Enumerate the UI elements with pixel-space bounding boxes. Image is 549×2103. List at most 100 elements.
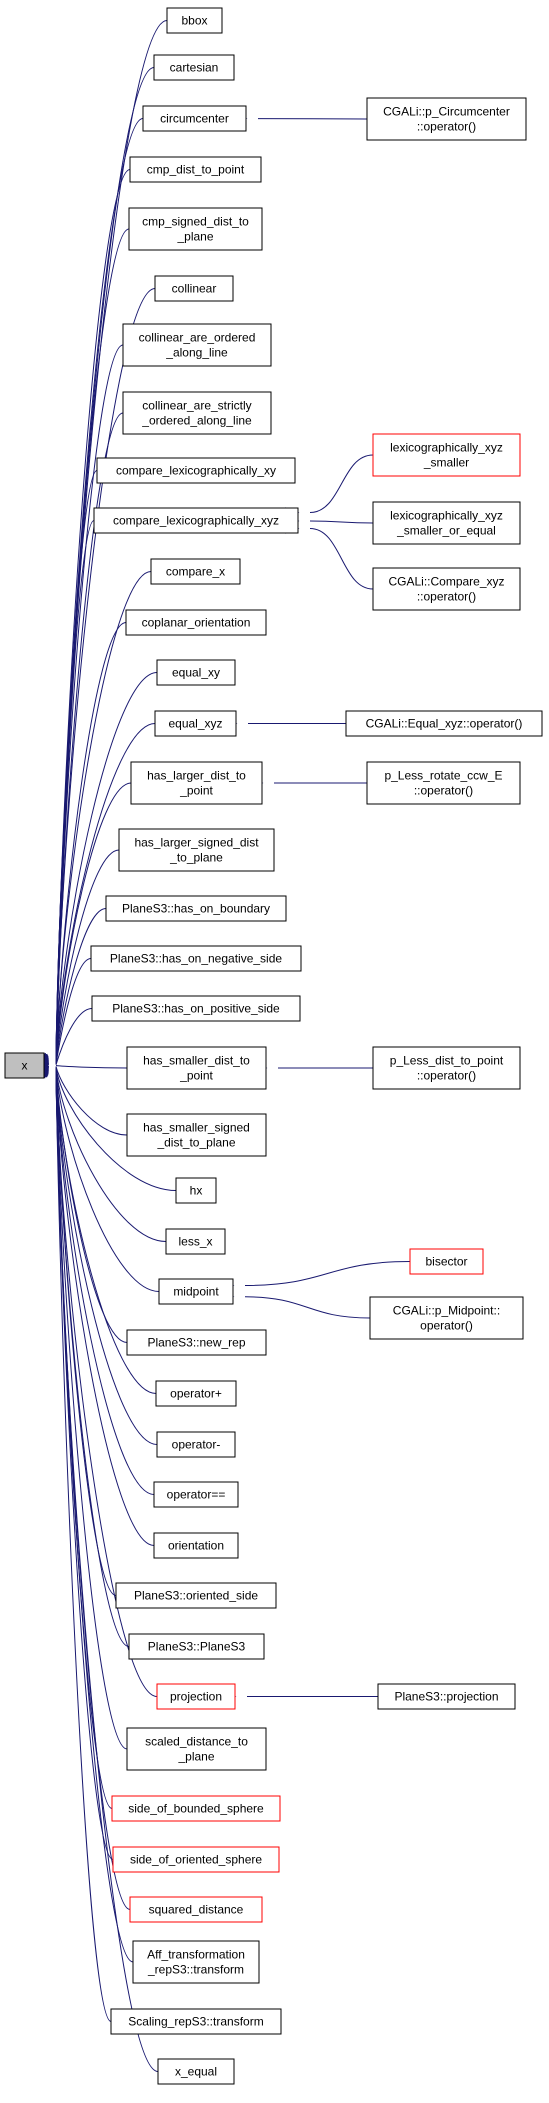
node-p_less_rotate_ccw_op[interactable]: p_Less_rotate_ccw_E::operator() (366, 761, 521, 805)
node-cartesian[interactable]: cartesian (153, 54, 235, 81)
node-squared_distance[interactable]: squared_distance (129, 1896, 263, 1923)
node-operator_eq[interactable]: operator== (153, 1481, 239, 1508)
node-label: collinear_are_ordered (139, 331, 256, 345)
edge-line (244, 1261, 411, 1286)
node-label: equal_xyz (168, 717, 222, 731)
node-box (126, 1046, 267, 1090)
node-compare_xyz_op[interactable]: CGALi::Compare_xyz::operator() (372, 567, 521, 611)
node-label: lexicographically_xyz (390, 509, 503, 523)
node-label: projection (170, 1690, 222, 1704)
node-cmp_signed_dist_to_plane[interactable]: cmp_signed_dist_to_plane (128, 207, 263, 251)
node-scaled_distance_to_plane[interactable]: scaled_distance_to_plane (126, 1727, 267, 1771)
node-cmp_dist_to_point[interactable]: cmp_dist_to_point (129, 156, 262, 183)
node-label: _smaller (423, 456, 469, 470)
node-has_on_negative_side[interactable]: PlaneS3::has_on_negative_side (90, 945, 302, 972)
node-compare_x[interactable]: compare_x (150, 558, 241, 585)
edge-line (55, 1073, 158, 1697)
node-p_midpoint_op[interactable]: CGALi::p_Midpoint::operator() (369, 1296, 524, 1340)
edge-p_less_rotate_ccw_op-to-has_larger_dist_to_point (249, 777, 368, 789)
node-planes3_ctor[interactable]: PlaneS3::PlaneS3 (128, 1633, 265, 1660)
edge-cmp_dist_to_point-to-x (38, 169, 131, 1068)
node-label: compare_lexicographically_xyz (113, 514, 279, 528)
node-equal_xyz[interactable]: equal_xyz (154, 710, 237, 737)
node-midpoint[interactable]: midpoint (158, 1278, 234, 1305)
node-label: less_x (178, 1235, 212, 1249)
node-label: coplanar_orientation (142, 616, 251, 630)
node-box (122, 391, 272, 435)
node-label: _point (179, 784, 213, 798)
edge-line (309, 520, 374, 524)
node-box (129, 1896, 263, 1923)
node-lexicographically_xyz_smaller_or_equal[interactable]: lexicographically_xyz_smaller_or_equal (372, 501, 521, 545)
edge-p_midpoint_op-to-midpoint (220, 1291, 371, 1319)
node-new_rep[interactable]: PlaneS3::new_rep (126, 1329, 267, 1356)
edge-line (55, 571, 152, 1060)
node-box (105, 895, 287, 922)
node-x[interactable]: x (4, 1052, 45, 1079)
node-label: CGALi::Compare_xyz (388, 575, 504, 589)
edge-circumcenter-to-x (38, 118, 144, 1068)
edge-line (55, 958, 92, 1065)
node-less_x[interactable]: less_x (165, 1228, 226, 1255)
node-hx[interactable]: hx (175, 1177, 217, 1204)
edge-line (55, 520, 95, 1059)
node-compare_lexicographically_xy[interactable]: compare_lexicographically_xy (96, 457, 296, 484)
node-operator_minus[interactable]: operator- (156, 1431, 236, 1458)
edge-has_smaller_signed_dist_to_plane-to-x (35, 1052, 128, 1136)
node-collinear[interactable]: collinear (154, 275, 234, 302)
node-box (175, 1177, 217, 1204)
node-side_of_bounded_sphere[interactable]: side_of_bounded_sphere (111, 1795, 281, 1822)
edge-line (55, 1076, 134, 1963)
node-compare_lexicographically_xyz[interactable]: compare_lexicographically_xyz (93, 507, 299, 534)
node-label: has_smaller_signed (143, 1121, 250, 1135)
node-side_of_oriented_sphere[interactable]: side_of_oriented_sphere (112, 1846, 280, 1873)
node-orientation[interactable]: orientation (153, 1532, 239, 1559)
node-box (153, 54, 235, 81)
node-label: PlaneS3::has_on_boundary (122, 902, 270, 916)
edge-has_larger_dist_to_point-to-x (38, 782, 132, 1075)
node-has_larger_signed_dist_to_plane[interactable]: has_larger_signed_dist_to_plane (118, 828, 275, 872)
node-box (366, 97, 527, 141)
edge-line (55, 1070, 155, 1495)
node-box (111, 1795, 281, 1822)
node-scaling_transform[interactable]: Scaling_repS3::transform (110, 2008, 282, 2035)
node-x_equal[interactable]: x_equal (157, 2058, 235, 2085)
node-lexicographically_xyz_smaller[interactable]: lexicographically_xyz_smaller (372, 433, 521, 477)
edge-line (55, 1073, 128, 1750)
node-has_smaller_signed_dist_to_plane[interactable]: has_smaller_signed_dist_to_plane (126, 1113, 267, 1157)
node-collinear_are_strictly_ordered_along_line[interactable]: collinear_are_strictly_ordered_along_lin… (122, 391, 272, 435)
node-collinear_are_ordered_along_line[interactable]: collinear_are_ordered_along_line (122, 323, 272, 367)
node-planes3_projection[interactable]: PlaneS3::projection (377, 1683, 516, 1710)
node-box (158, 1278, 234, 1305)
node-box (154, 275, 234, 302)
node-aff_transformation_transform[interactable]: Aff_transformation_repS3::transform (132, 1940, 260, 1984)
node-has_on_positive_side[interactable]: PlaneS3::has_on_positive_side (91, 995, 301, 1022)
edge-line (55, 1065, 128, 1069)
node-box (110, 2008, 282, 2035)
node-oriented_side[interactable]: PlaneS3::oriented_side (115, 1582, 277, 1609)
node-circumcenter[interactable]: circumcenter (142, 105, 247, 132)
node-box (4, 1052, 45, 1079)
node-label: PlaneS3::PlaneS3 (148, 1640, 246, 1654)
node-equal_xyz_op[interactable]: CGALi::Equal_xyz::operator() (345, 710, 543, 737)
node-bisector[interactable]: bisector (409, 1248, 484, 1275)
node-has_on_boundary[interactable]: PlaneS3::has_on_boundary (105, 895, 287, 922)
edge-compare_xyz_op-to-compare_lexicographically_xyz (285, 523, 374, 590)
edge-lexicographically_xyz_smaller-to-compare_lexicographically_xyz (285, 454, 374, 518)
node-label: bbox (181, 14, 207, 28)
node-coplanar_orientation[interactable]: coplanar_orientation (125, 609, 267, 636)
node-label: _point (179, 1069, 213, 1083)
edge-equal_xyz_op-to-equal_xyz (223, 718, 346, 729)
edge-line (55, 622, 127, 1061)
node-label: CGALi::p_Midpoint:: (393, 1304, 500, 1318)
node-equal_xy[interactable]: equal_xy (156, 659, 236, 686)
node-operator_plus[interactable]: operator+ (155, 1380, 237, 1407)
node-projection[interactable]: projection (156, 1683, 236, 1710)
node-bbox[interactable]: bbox (166, 7, 223, 34)
edge-line (55, 849, 120, 1063)
node-label: PlaneS3::new_rep (147, 1336, 245, 1350)
node-has_smaller_dist_to_point[interactable]: has_smaller_dist_to_point (126, 1046, 267, 1090)
node-has_larger_dist_to_point[interactable]: has_larger_dist_to_point (130, 761, 263, 805)
node-p_less_dist_to_point_op[interactable]: p_Less_dist_to_point::operator() (372, 1046, 521, 1090)
node-p_circumcenter_op[interactable]: CGALi::p_Circumcenter::operator() (366, 97, 527, 141)
